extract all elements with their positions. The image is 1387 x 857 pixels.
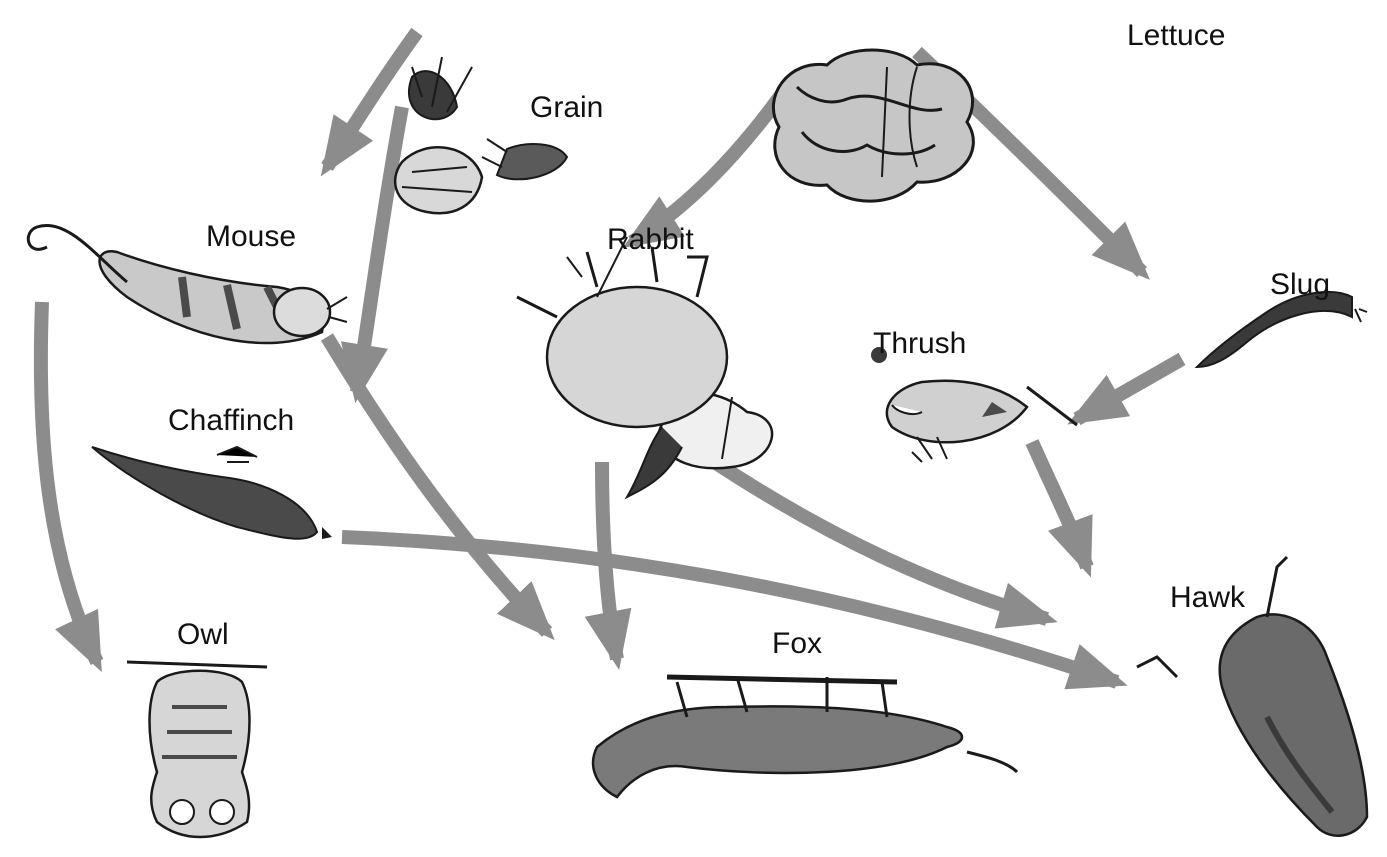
- arrow-mouse-to-fox: [327, 337, 547, 632]
- grain-label: Grain: [530, 91, 603, 124]
- slug-node: Slug: [1197, 268, 1367, 367]
- fox-icon: [593, 677, 1017, 797]
- fox-label: Fox: [772, 627, 822, 660]
- chaffinch-icon: [92, 447, 332, 539]
- mouse-label: Mouse: [206, 220, 296, 253]
- lettuce-label: Lettuce: [1127, 19, 1225, 52]
- arrow-mouse-to-owl: [41, 302, 97, 662]
- arrow-slug-to-thrush: [1077, 359, 1182, 419]
- rabbit-node: Rabbit: [517, 223, 772, 497]
- grain-icon: [395, 57, 567, 213]
- owl-icon: [127, 662, 267, 837]
- lettuce-icon: [773, 50, 973, 201]
- thrush-node: Thrush: [871, 327, 1077, 462]
- owl-label: Owl: [177, 618, 229, 651]
- slug-icon: [1197, 292, 1367, 367]
- chaffinch-label: Chaffinch: [168, 404, 294, 437]
- owl-node: Owl: [127, 618, 267, 837]
- hawk-label: Hawk: [1170, 581, 1246, 614]
- rabbit-icon: [517, 237, 772, 497]
- mouse-node: Mouse: [28, 220, 347, 343]
- arrow-thrush-to-hawk: [1032, 442, 1087, 567]
- chaffinch-node: Chaffinch: [92, 404, 332, 539]
- arrow-rabbit-to-hawk: [707, 457, 1047, 619]
- lettuce-node: Lettuce: [773, 19, 1225, 201]
- fox-node: Fox: [593, 627, 1017, 797]
- thrush-icon: [871, 347, 1077, 462]
- food-web-rotated-group: Lettuce Grain Slug: [28, 19, 1367, 837]
- thrush-label: Thrush: [873, 327, 966, 360]
- mouse-icon: [28, 225, 347, 343]
- grain-node: Grain: [395, 57, 603, 213]
- slug-label: Slug: [1270, 268, 1330, 301]
- arrow-grain-to-mouse: [327, 32, 417, 167]
- hawk-node: Hawk: [1137, 557, 1367, 836]
- arrow-lettuce-to-rabbit: [632, 87, 787, 242]
- arrow-grain-to-chaffinch: [357, 107, 402, 392]
- rabbit-label: Rabbit: [607, 223, 694, 256]
